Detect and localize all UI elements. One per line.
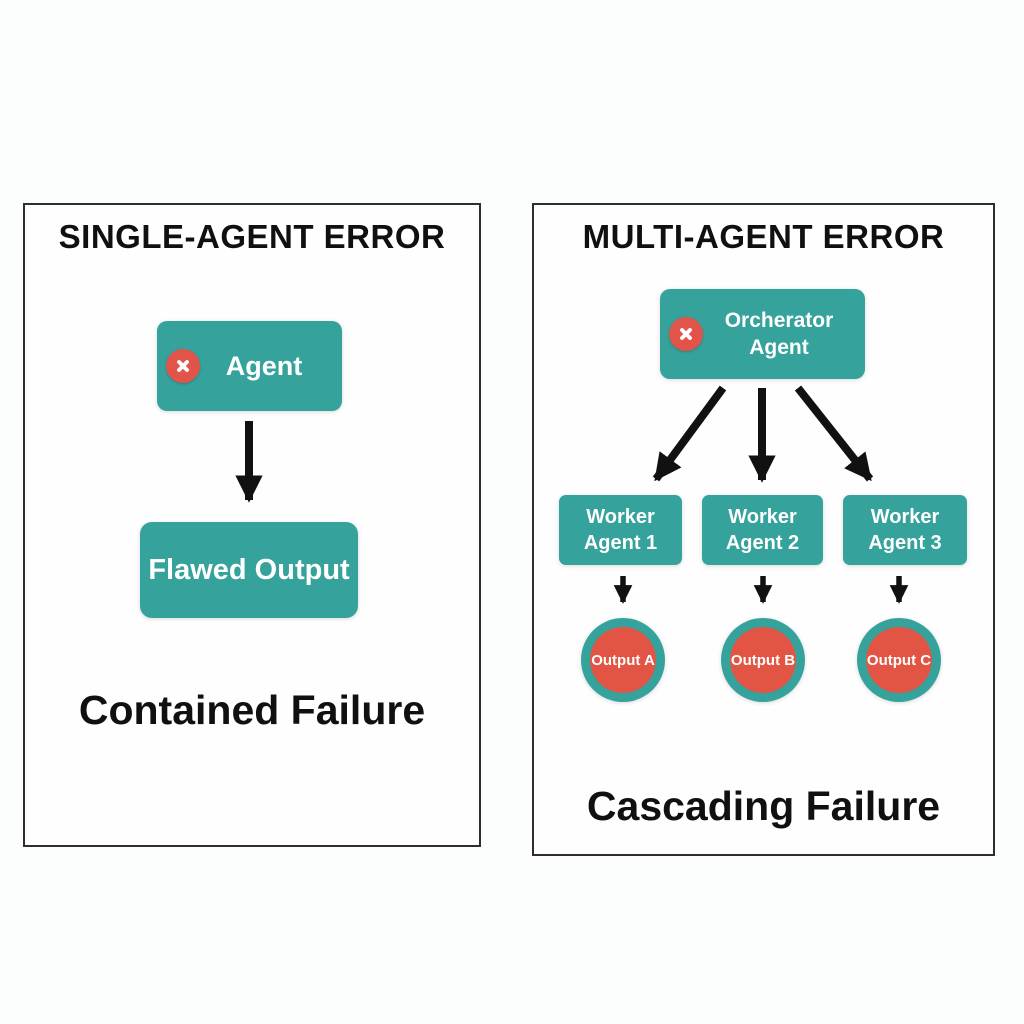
output-a-inner-circle: Output A xyxy=(590,627,656,693)
worker-2-label-line2: Agent 2 xyxy=(725,532,800,554)
error-x-circle-icon xyxy=(669,317,703,351)
arrow-orchestrator-to-worker-3 xyxy=(794,385,874,482)
worker-1-label-line1: Worker xyxy=(586,506,655,528)
flawed-output-label: Flawed Output xyxy=(148,553,350,586)
worker-agent-2-label: Worker Agent 2 xyxy=(702,504,823,556)
worker-3-label-line2: Agent 3 xyxy=(868,532,942,554)
contained-failure-caption: Contained Failure xyxy=(78,687,426,733)
worker-agent-3-node: Worker Agent 3 xyxy=(843,495,967,565)
output-c-inner-circle: Output C xyxy=(866,627,932,693)
orchestrator-label-line1: Orcherator xyxy=(724,308,834,332)
error-x-circle-icon xyxy=(166,349,200,383)
single-agent-panel: SINGLE-AGENT ERROR Agent Flawed Output C… xyxy=(23,203,481,847)
output-c-label: Output C xyxy=(866,651,932,669)
agent-node: Agent xyxy=(157,321,342,411)
worker-agent-1-label: Worker Agent 1 xyxy=(559,504,682,556)
agent-node-label: Agent xyxy=(225,350,303,381)
orchestrator-node-label: Orcherator Agent xyxy=(703,307,865,362)
worker-3-label-line1: Worker xyxy=(870,506,940,528)
worker-agent-2-node: Worker Agent 2 xyxy=(702,495,823,565)
output-b-node: Output B xyxy=(721,618,805,702)
output-a-node: Output A xyxy=(581,618,665,702)
worker-2-label-line1: Worker xyxy=(728,506,797,528)
output-a-label: Output A xyxy=(591,651,655,669)
output-b-inner-circle: Output B xyxy=(730,627,796,693)
output-b-label: Output B xyxy=(730,651,796,669)
orchestrator-label-line2: Agent xyxy=(749,336,809,359)
arrow-orchestrator-to-worker-1 xyxy=(652,385,727,482)
flawed-output-node: Flawed Output xyxy=(140,522,358,618)
worker-agent-3-label: Worker Agent 3 xyxy=(843,504,967,556)
single-agent-panel-title: SINGLE-AGENT ERROR xyxy=(58,218,446,255)
worker-1-label-line2: Agent 1 xyxy=(583,532,658,554)
multi-agent-panel-title: MULTI-AGENT ERROR xyxy=(582,218,945,255)
multi-agent-panel: MULTI-AGENT ERROR Orcherator Agent xyxy=(532,203,995,856)
output-c-node: Output C xyxy=(857,618,941,702)
worker-agent-1-node: Worker Agent 1 xyxy=(559,495,682,565)
orchestrator-node: Orcherator Agent xyxy=(660,289,865,379)
cascading-failure-caption: Cascading Failure xyxy=(586,783,941,829)
